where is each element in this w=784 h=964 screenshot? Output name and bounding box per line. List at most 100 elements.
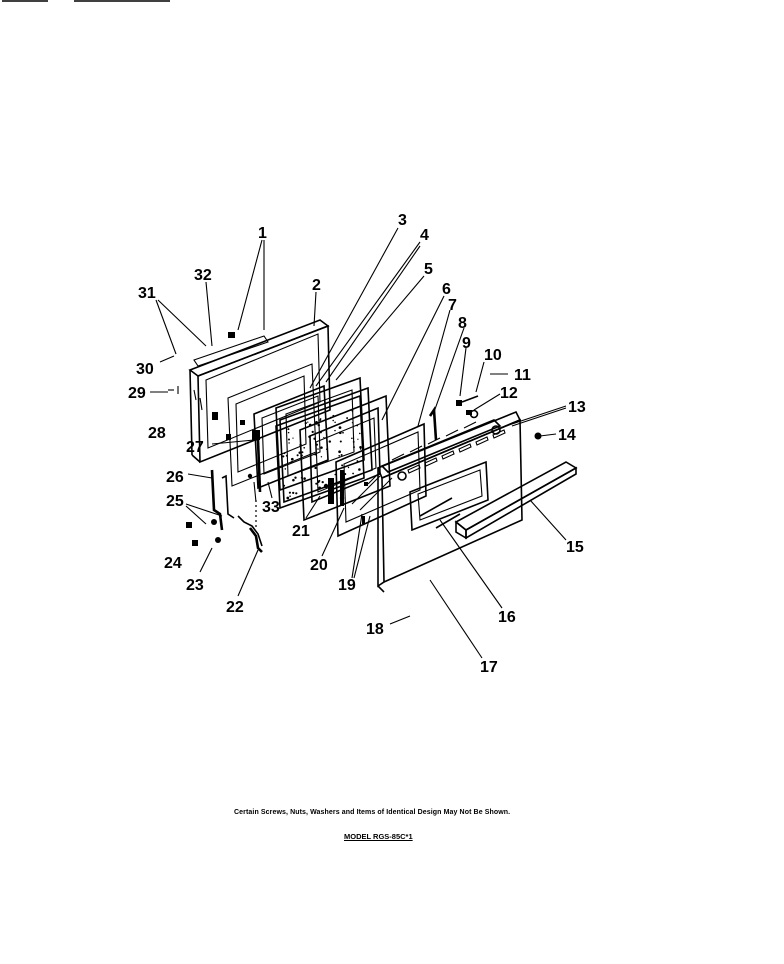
callout-1: 1 [258, 225, 267, 242]
insulation-speck [307, 421, 309, 423]
callout-2: 2 [312, 277, 321, 294]
callout-18: 18 [366, 621, 384, 638]
insulation-speck [318, 486, 322, 490]
insulation-speck [290, 457, 294, 461]
insulation-speck [317, 448, 319, 450]
insulation-speck [332, 419, 334, 422]
callout-labels: 1 2 3 4 5 6 7 8 9 10 11 12 13 14 15 16 1… [128, 212, 586, 676]
insulation-speck [359, 432, 361, 435]
insulation-speck [359, 446, 362, 449]
insulation-speck [294, 476, 297, 479]
insulation-speck [338, 426, 342, 429]
callout-13: 13 [568, 399, 586, 416]
insulation-speck [323, 436, 325, 439]
insulation-speck [356, 460, 359, 462]
callout-5: 5 [424, 261, 433, 278]
callout-14: 14 [558, 427, 576, 444]
callout-9: 9 [462, 335, 471, 352]
door-handle-15 [419, 461, 578, 540]
insulation-speck [346, 417, 348, 420]
insulation-speck [358, 468, 361, 471]
outer-door-panel-17 [376, 410, 523, 593]
insulation-speck [290, 461, 293, 464]
insulation-speck [313, 437, 316, 440]
insulation-speck [288, 442, 290, 444]
insulation-speck [352, 440, 355, 443]
callout-17: 17 [480, 659, 498, 676]
insulation-speck [347, 466, 350, 469]
insulation-speck [301, 451, 304, 454]
vent-slot [441, 450, 455, 460]
insulation-speck [325, 448, 328, 450]
callout-33: 33 [262, 499, 280, 516]
insulation-speck [319, 419, 322, 421]
insulation-speck [328, 440, 332, 443]
insulation-speck [295, 492, 298, 495]
insulation-speck [317, 423, 321, 427]
insulation-speck [285, 454, 288, 457]
insulation-speck [292, 437, 294, 439]
insulation-speck [357, 438, 359, 440]
insulation-speck [282, 455, 285, 458]
insulation-speck [342, 431, 344, 434]
insulation-speck [351, 409, 354, 412]
insulation-speck [288, 438, 290, 441]
insulation-speck [288, 491, 291, 494]
part-drawings [186, 319, 578, 593]
insulation-speck [334, 429, 336, 432]
insulation-speck [338, 450, 341, 454]
gasket-frame [193, 332, 317, 487]
insulation-speck [283, 484, 286, 487]
insulation-speck [296, 454, 299, 457]
callout-20: 20 [310, 557, 328, 574]
small-hardware [186, 389, 542, 546]
footnote: Certain Screws, Nuts, Washers and Items … [234, 809, 511, 816]
vent-slot [475, 436, 489, 446]
callout-24: 24 [164, 555, 182, 572]
insulation-speck [325, 460, 328, 463]
callout-32: 32 [194, 267, 212, 284]
insulation-speck [334, 421, 336, 423]
callout-25: 25 [166, 493, 184, 510]
callout-26: 26 [166, 469, 184, 486]
insulation-speck [289, 495, 291, 497]
callout-11: 11 [514, 367, 531, 384]
callout-27: 27 [186, 439, 204, 456]
insulation-speck [340, 453, 343, 457]
leader-lines [150, 227, 567, 659]
insulation-speck [303, 446, 306, 449]
callout-30: 30 [136, 361, 154, 378]
insulation-speck [284, 468, 287, 470]
callout-8: 8 [458, 315, 467, 332]
insulation-speck [303, 477, 306, 480]
callout-31: 31 [138, 285, 156, 302]
callout-6: 6 [442, 281, 451, 298]
insulation-speck [341, 464, 344, 467]
insulation-speck [286, 496, 290, 500]
insulation-speck [338, 454, 341, 457]
insulation-speck [292, 491, 295, 495]
insulation-speck [321, 480, 324, 484]
callout-19: 19 [338, 577, 356, 594]
insulation-speck [339, 440, 342, 443]
outer-glass-7 [328, 422, 427, 538]
callout-16: 16 [498, 609, 516, 626]
vent-slot [458, 443, 472, 453]
insulation-speck [359, 448, 362, 450]
insulation-speck [320, 446, 323, 449]
hinge-left [210, 412, 263, 553]
callout-4: 4 [420, 227, 429, 244]
insulation-speck [292, 478, 295, 482]
callout-10: 10 [484, 347, 502, 364]
model-number: MODEL RGS-85C*1 [344, 832, 413, 841]
insulation-speck [351, 437, 353, 440]
callout-21: 21 [292, 523, 310, 540]
insulation-speck [352, 472, 355, 475]
insulation-speck [287, 428, 290, 431]
callout-7: 7 [448, 297, 457, 314]
vent-slot [407, 464, 421, 474]
vent-slot [424, 457, 438, 467]
callout-28: 28 [148, 425, 166, 442]
insulation-speck [314, 466, 317, 470]
